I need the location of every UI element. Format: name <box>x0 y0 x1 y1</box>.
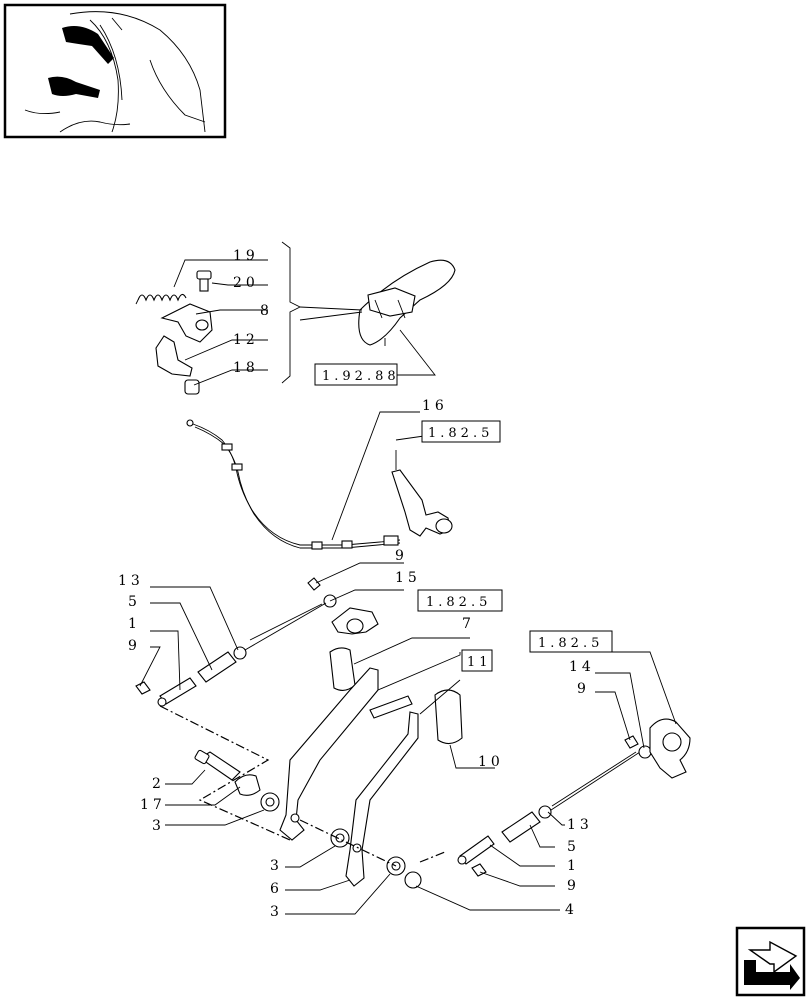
svg-text:11: 11 <box>467 655 492 670</box>
callout-1-right: 1 <box>567 858 580 874</box>
pump-lever-arm <box>391 435 453 537</box>
callout-8: 8 <box>260 303 273 319</box>
callout-15: 15 <box>395 570 421 586</box>
callout-5-right: 5 <box>567 839 580 855</box>
callout-3-left: 3 <box>152 818 165 834</box>
svg-text:1.92.88: 1.92.88 <box>322 369 400 384</box>
callout-9-right: 9 <box>577 681 590 697</box>
ref-box-1-82-5-c[interactable]: 1.82.5 <box>529 630 613 653</box>
callout-19: 19 <box>233 248 259 264</box>
callout-13-right: 13 <box>567 817 593 833</box>
callout-labels: 19 20 8 12 18 16 9 15 13 5 1 9 7 10 14 9… <box>118 248 595 920</box>
cab-handle-assembly <box>299 259 456 376</box>
callout-9-top: 9 <box>395 548 408 564</box>
callout-17: 17 <box>140 797 166 813</box>
ref-box-1-82-5-a[interactable]: 1.82.5 <box>421 420 501 443</box>
callout-18: 18 <box>233 360 259 376</box>
callout-13-left: 13 <box>118 573 144 589</box>
callout-14: 14 <box>569 659 595 675</box>
callout-5-left: 5 <box>128 594 141 610</box>
ref-box-11[interactable]: 11 <box>461 649 493 672</box>
callout-3-bottom: 3 <box>270 904 283 920</box>
callout-1-left: 1 <box>128 616 141 632</box>
callout-9-left: 9 <box>128 638 141 654</box>
upper-linkage-rod <box>135 562 404 707</box>
svg-text:1.82.5: 1.82.5 <box>428 426 493 441</box>
callout-2: 2 <box>152 776 165 792</box>
svg-text:1.82.5: 1.82.5 <box>538 636 603 651</box>
ref-box-1-92-88[interactable]: 1.92.88 <box>314 363 400 386</box>
pedal-shaft-parts <box>165 749 560 915</box>
callout-16: 16 <box>422 398 448 414</box>
callout-10: 10 <box>478 754 504 770</box>
throttle-cable <box>186 411 420 550</box>
callout-6: 6 <box>270 881 283 897</box>
pedal-levers <box>279 652 461 887</box>
callout-7: 7 <box>462 616 475 632</box>
lower-linkage-rod <box>457 651 691 887</box>
svg-text:1.82.5: 1.82.5 <box>426 595 491 610</box>
ref-box-1-82-5-b[interactable]: 1.82.5 <box>417 589 503 612</box>
callout-12: 12 <box>233 332 259 348</box>
next-page-arrow-icon[interactable] <box>735 926 806 997</box>
callout-9-bottom: 9 <box>567 878 580 894</box>
assembly-axis-lines <box>159 705 446 867</box>
throttle-bracket-group <box>135 241 302 395</box>
callout-4: 4 <box>565 902 578 918</box>
callout-20: 20 <box>233 275 259 291</box>
pedal-knobs <box>329 637 495 769</box>
callout-3-mid: 3 <box>270 858 283 874</box>
tractor-cab-pedals-thumbnail-icon <box>3 3 227 139</box>
